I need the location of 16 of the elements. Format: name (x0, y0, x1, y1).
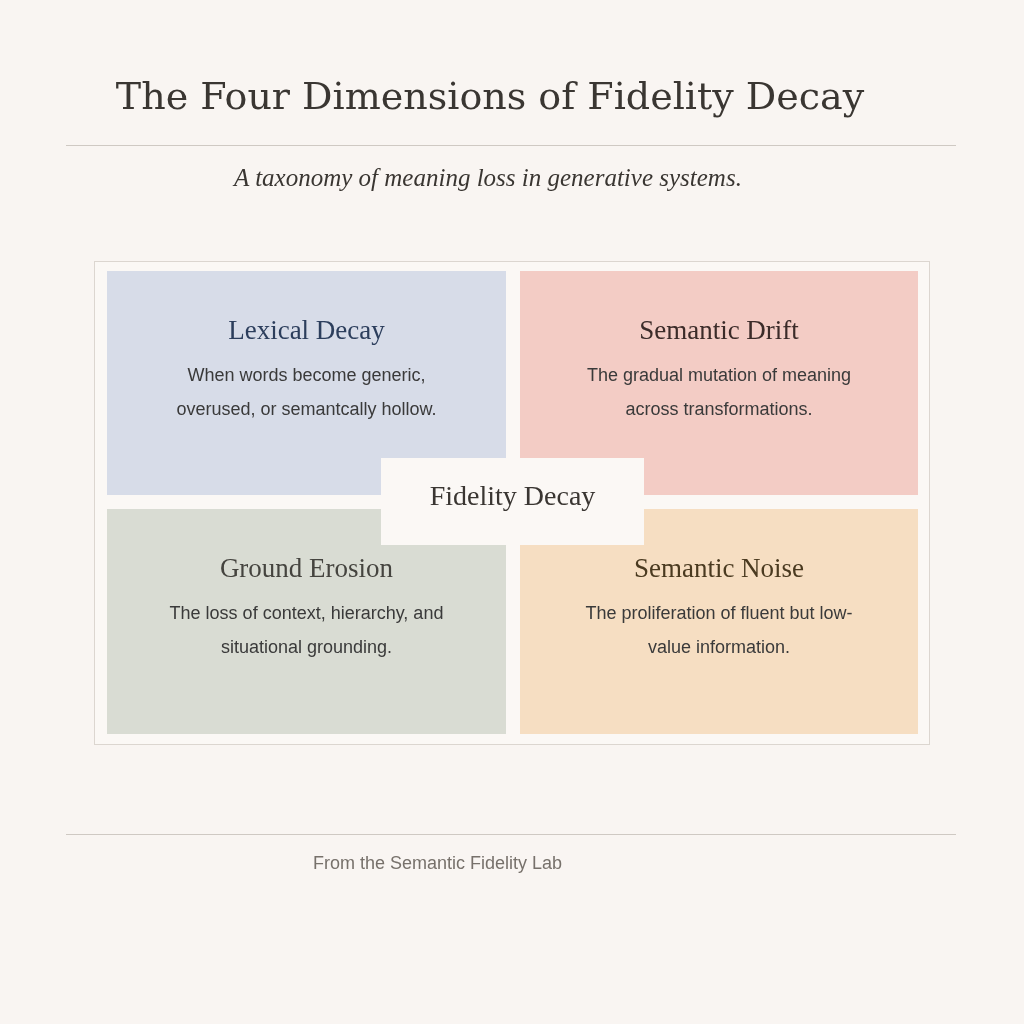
title: The Four Dimensions of Fidelity Decay (114, 74, 866, 118)
card-heading: Lexical Decay (227, 315, 386, 346)
quadrant-card (107, 509, 506, 734)
card-description: The gradual mutation of meaning across transformations. (585, 364, 853, 421)
subtitle: A taxonomy of meaning loss in generative systems. (231, 164, 743, 192)
quadrant-card (520, 509, 918, 734)
card-heading: Semantic Drift (638, 315, 800, 346)
card-description: The proliferation of fluent but low-value information. (584, 602, 854, 659)
card-description: When words become generic, overused, or semantcally hollow. (175, 364, 438, 421)
card-heading: Semantic Noise (632, 553, 806, 584)
center-label-box (381, 458, 644, 545)
frame-panel (94, 261, 930, 745)
footer-note: From the Semantic Fidelity Lab (313, 853, 563, 874)
card-description: The loss of context, hierarchy, and situational grounding. (168, 602, 445, 659)
card-heading: Ground Erosion (218, 553, 395, 584)
card-heading: Fidelity Decay (428, 480, 597, 512)
